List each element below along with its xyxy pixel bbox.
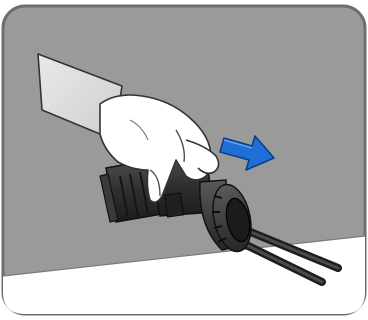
illustration-canvas (0, 0, 368, 320)
instruction-illustration (0, 0, 368, 320)
